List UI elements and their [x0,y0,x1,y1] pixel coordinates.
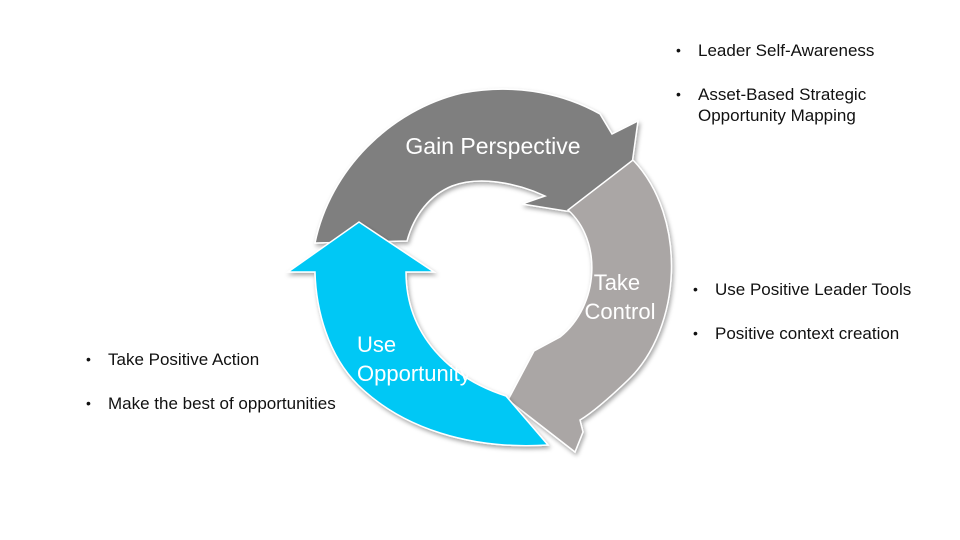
bullet-item: Take Positive Action [84,349,344,370]
gain-perspective-arrow [314,88,639,244]
bullet-item: Use Positive Leader Tools [691,279,956,300]
bullets-take-control: Use Positive Leader Tools Positive conte… [691,279,956,344]
bullets-use-opportunity: Take Positive Action Make the best of op… [84,349,344,414]
use-opportunity-label: Use Opportunity [357,332,471,386]
take-control-label: Take Control [585,270,656,324]
gain-perspective-label: Gain Perspective [405,133,580,159]
bullet-item: Positive context creation [691,323,956,344]
bullet-item: Leader Self-Awareness [674,40,954,61]
bullets-gain-perspective: Leader Self-Awareness Asset-Based Strate… [674,40,954,126]
bullet-item: Make the best of opportunities [84,393,344,414]
bullet-item: Asset-Based Strategic Opportunity Mappin… [674,84,954,126]
use-opportunity-arrow [285,221,550,447]
take-control-arrow [507,158,673,454]
